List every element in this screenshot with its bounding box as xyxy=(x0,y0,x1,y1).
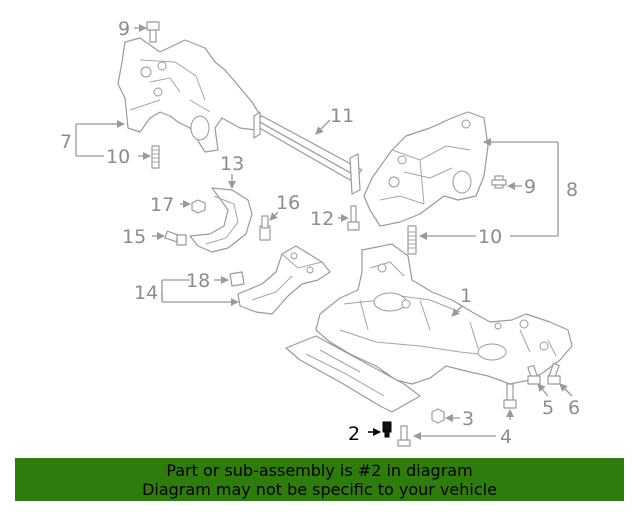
bolt-15 xyxy=(164,230,187,246)
callout-15: 15 xyxy=(122,226,146,248)
callout-10-right: 10 xyxy=(478,226,502,248)
callout-6: 6 xyxy=(568,397,580,419)
callout-1: 1 xyxy=(460,285,472,307)
shield-13 xyxy=(189,187,253,253)
clip-18 xyxy=(229,271,245,287)
bracket-14 xyxy=(237,245,331,315)
bolt-9-left xyxy=(146,21,160,43)
cross-tube xyxy=(253,111,363,195)
callout-4: 4 xyxy=(500,426,512,448)
bolt-3 xyxy=(431,408,445,424)
callout-9-left: 9 xyxy=(118,18,130,40)
callout-13: 13 xyxy=(220,153,244,175)
banner-line-2: Diagram may not be specific to your vehi… xyxy=(142,480,497,499)
right-mount-bracket xyxy=(363,111,489,227)
info-banner: Part or sub-assembly is #2 in diagram Di… xyxy=(15,458,624,501)
callout-12: 12 xyxy=(310,208,334,230)
bolt-10-left xyxy=(151,145,160,169)
skid-plate xyxy=(285,335,421,413)
callout-9-right: 9 xyxy=(524,176,536,198)
highlighted-part-2 xyxy=(382,421,392,438)
callout-14: 14 xyxy=(134,282,158,304)
bolt-10-right xyxy=(407,225,417,255)
leader-lines xyxy=(75,24,573,440)
bolt-5 xyxy=(527,364,541,385)
left-mount-bracket xyxy=(117,37,263,153)
callout-17: 17 xyxy=(150,194,174,216)
callout-8: 8 xyxy=(566,179,578,201)
callout-11: 11 xyxy=(330,105,354,127)
callout-labels: 9 7 10 11 13 17 16 12 15 9 8 10 18 14 1 … xyxy=(60,18,580,448)
bolt-16 xyxy=(259,215,271,241)
callout-5: 5 xyxy=(542,397,554,419)
bolt-4 xyxy=(397,383,517,447)
callout-3: 3 xyxy=(462,408,474,430)
callout-16: 16 xyxy=(276,192,300,214)
bolt-9-right xyxy=(491,175,507,189)
bolt-12 xyxy=(347,205,360,231)
subframe-1 xyxy=(315,243,573,385)
bolt-6 xyxy=(547,362,561,385)
callout-10-left: 10 xyxy=(106,146,130,168)
nut-17 xyxy=(191,199,206,214)
callout-18: 18 xyxy=(186,270,210,292)
banner-line-1: Part or sub-assembly is #2 in diagram xyxy=(166,461,473,480)
callout-7: 7 xyxy=(60,131,72,153)
callout-2-highlighted: 2 xyxy=(348,423,360,445)
